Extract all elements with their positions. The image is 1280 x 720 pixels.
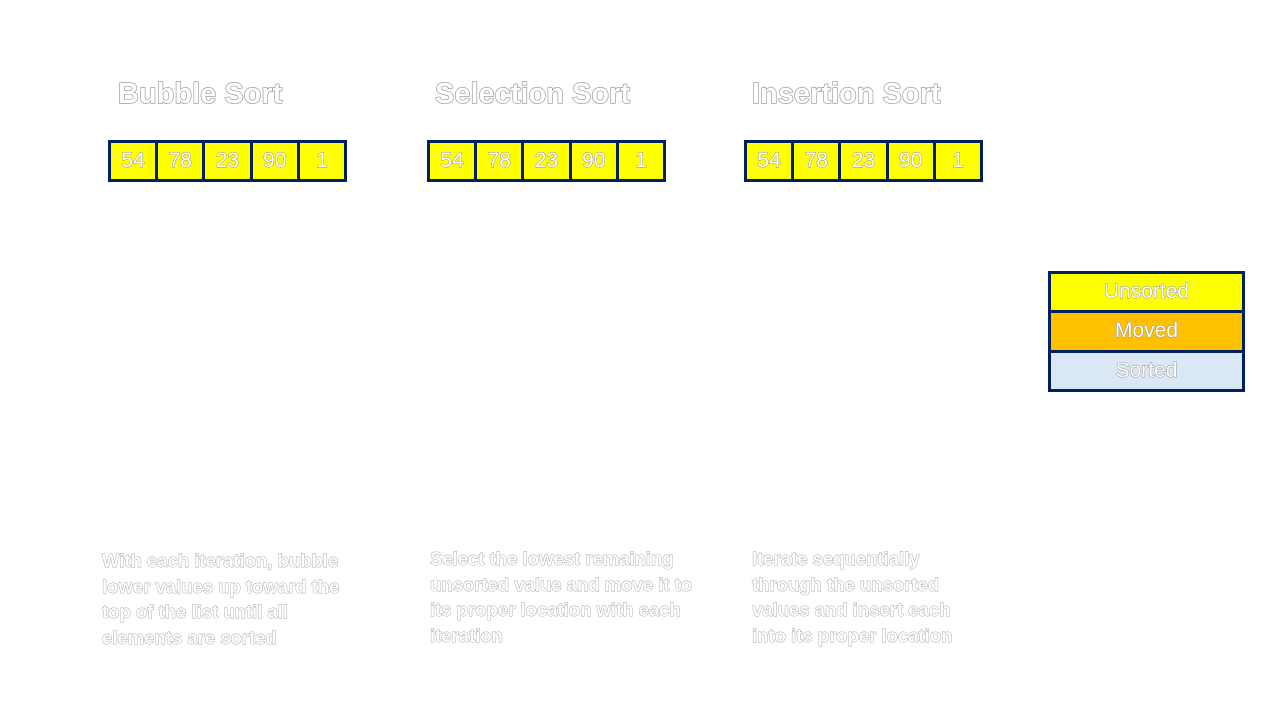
insertion-sort-description: Iterate sequentially through the unsorte… (752, 548, 953, 646)
array-cell: 23 (524, 143, 569, 179)
array-cell: 1 (618, 143, 664, 179)
array-cell: 90 (888, 143, 933, 179)
array-cell: 78 (794, 143, 839, 179)
legend-moved: Moved (1051, 313, 1242, 350)
bubble-sort-array: 54 78 23 90 1 (108, 140, 347, 182)
array-cell: 54 (111, 143, 156, 179)
array-cell: 78 (477, 143, 522, 179)
array-cell: 1 (299, 143, 345, 179)
array-cell: 90 (252, 143, 297, 179)
bubble-sort-title: Bubble Sort (117, 77, 283, 110)
selection-sort-title: Selection Sort (434, 77, 630, 110)
array-cell: 54 (747, 143, 792, 179)
insertion-sort-title: Insertion Sort (751, 77, 941, 110)
array-cell: 23 (205, 143, 250, 179)
legend-sorted: Sorted (1051, 352, 1242, 389)
legend-unsorted: Unsorted (1051, 274, 1242, 311)
array-cell: 1 (935, 143, 981, 179)
selection-sort-array: 54 78 23 90 1 (427, 140, 666, 182)
legend: Unsorted Moved Sorted (1048, 271, 1245, 392)
array-cell: 78 (158, 143, 203, 179)
array-cell: 90 (571, 143, 616, 179)
bubble-sort-description: With each iteration, bubble lower values… (102, 550, 340, 648)
insertion-sort-array: 54 78 23 90 1 (744, 140, 983, 182)
array-cell: 23 (841, 143, 886, 179)
array-cell: 54 (430, 143, 475, 179)
selection-sort-description: Select the lowest remaining unsorted val… (430, 548, 693, 646)
